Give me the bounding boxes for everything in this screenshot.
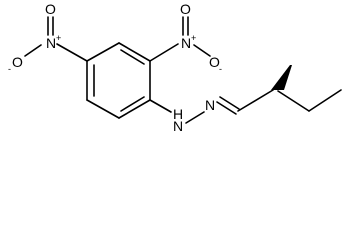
nitro-left-O-minus: O — [12, 54, 23, 70]
nitro-top-O-charge: - — [219, 64, 222, 74]
nitro-group-top: O N + O - — [149, 1, 222, 74]
nitro-left-O-charge: - — [8, 64, 11, 74]
hydrazone-linkage: N H N — [149, 96, 240, 134]
nitro-group-left: O N + O - — [8, 1, 88, 74]
ring-double-1 — [120, 49, 145, 65]
structure-diagram: O N + O - O N + O - N H N — [8, 1, 342, 134]
hydrazone-N1: N — [173, 118, 183, 134]
bond-ring-to-nitro-left — [56, 43, 88, 62]
benzene-ring — [86, 42, 151, 119]
bond-nitro-left-N-O-single — [24, 44, 42, 57]
bond-ring-to-NH — [149, 99, 172, 113]
ring-double-2 — [120, 96, 145, 112]
nitro-top-N-charge: + — [191, 33, 196, 43]
bond-CH-to-chiral-C — [237, 89, 274, 112]
nitro-left-N: N — [46, 35, 56, 51]
nitro-left-N-charge: + — [56, 33, 61, 43]
nitro-top-O-minus: O — [209, 54, 220, 70]
nitro-left-O-double: O — [45, 1, 56, 17]
bond-ring-to-nitro-top — [149, 43, 179, 62]
ring-bond-1 — [118, 42, 151, 62]
bond-nitro-top-N-O-single — [193, 44, 211, 57]
wedge-bond-methyl — [271, 65, 292, 90]
bond-chiral-C-to-CH2 — [277, 90, 310, 112]
methylbutylidene-chain — [237, 65, 342, 112]
bond-NH-to-N — [185, 111, 205, 124]
nitro-top-O-double: O — [180, 1, 191, 17]
ring-bond-6 — [86, 42, 120, 62]
hydrazone-N1-H: H — [173, 106, 183, 122]
bond-N-to-CH-double-a — [216, 101, 237, 115]
bond-CH2-to-CH3 — [308, 89, 342, 112]
bond-N-to-CH-double-b — [219, 96, 240, 110]
ring-bond-3 — [118, 99, 151, 119]
nitro-top-N: N — [181, 35, 191, 51]
hydrazone-N2: N — [205, 97, 215, 113]
ring-bond-4 — [86, 99, 120, 119]
